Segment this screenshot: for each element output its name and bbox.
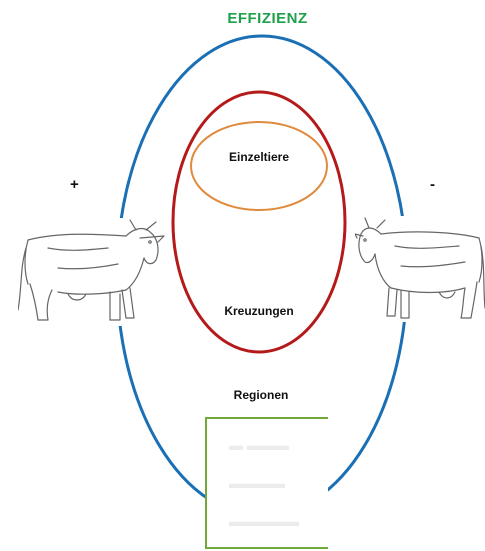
faded-watermark-text: ▬ ▬▬▬	[229, 437, 289, 453]
minus-sign: -	[430, 176, 435, 193]
cow-left-icon	[18, 218, 168, 326]
label-regionen: Regionen	[233, 388, 289, 402]
label-kreuzungen: Kreuzungen	[224, 304, 294, 318]
cow-right-icon	[355, 216, 485, 322]
label-einzeltiere: Einzeltiere	[228, 150, 290, 164]
inner-ellipse-einzeltiere	[190, 121, 328, 211]
faded-watermark-text: ▬▬▬▬▬	[229, 513, 299, 529]
green-image-box: ▬ ▬▬▬ ▬▬▬▬ ▬▬▬▬▬	[205, 417, 328, 549]
middle-ellipse-kreuzungen	[171, 90, 347, 354]
faded-watermark-text: ▬▬▬▬	[229, 475, 285, 491]
plus-sign: +	[70, 176, 79, 193]
diagram-title: EFFIZIENZ	[227, 10, 308, 27]
